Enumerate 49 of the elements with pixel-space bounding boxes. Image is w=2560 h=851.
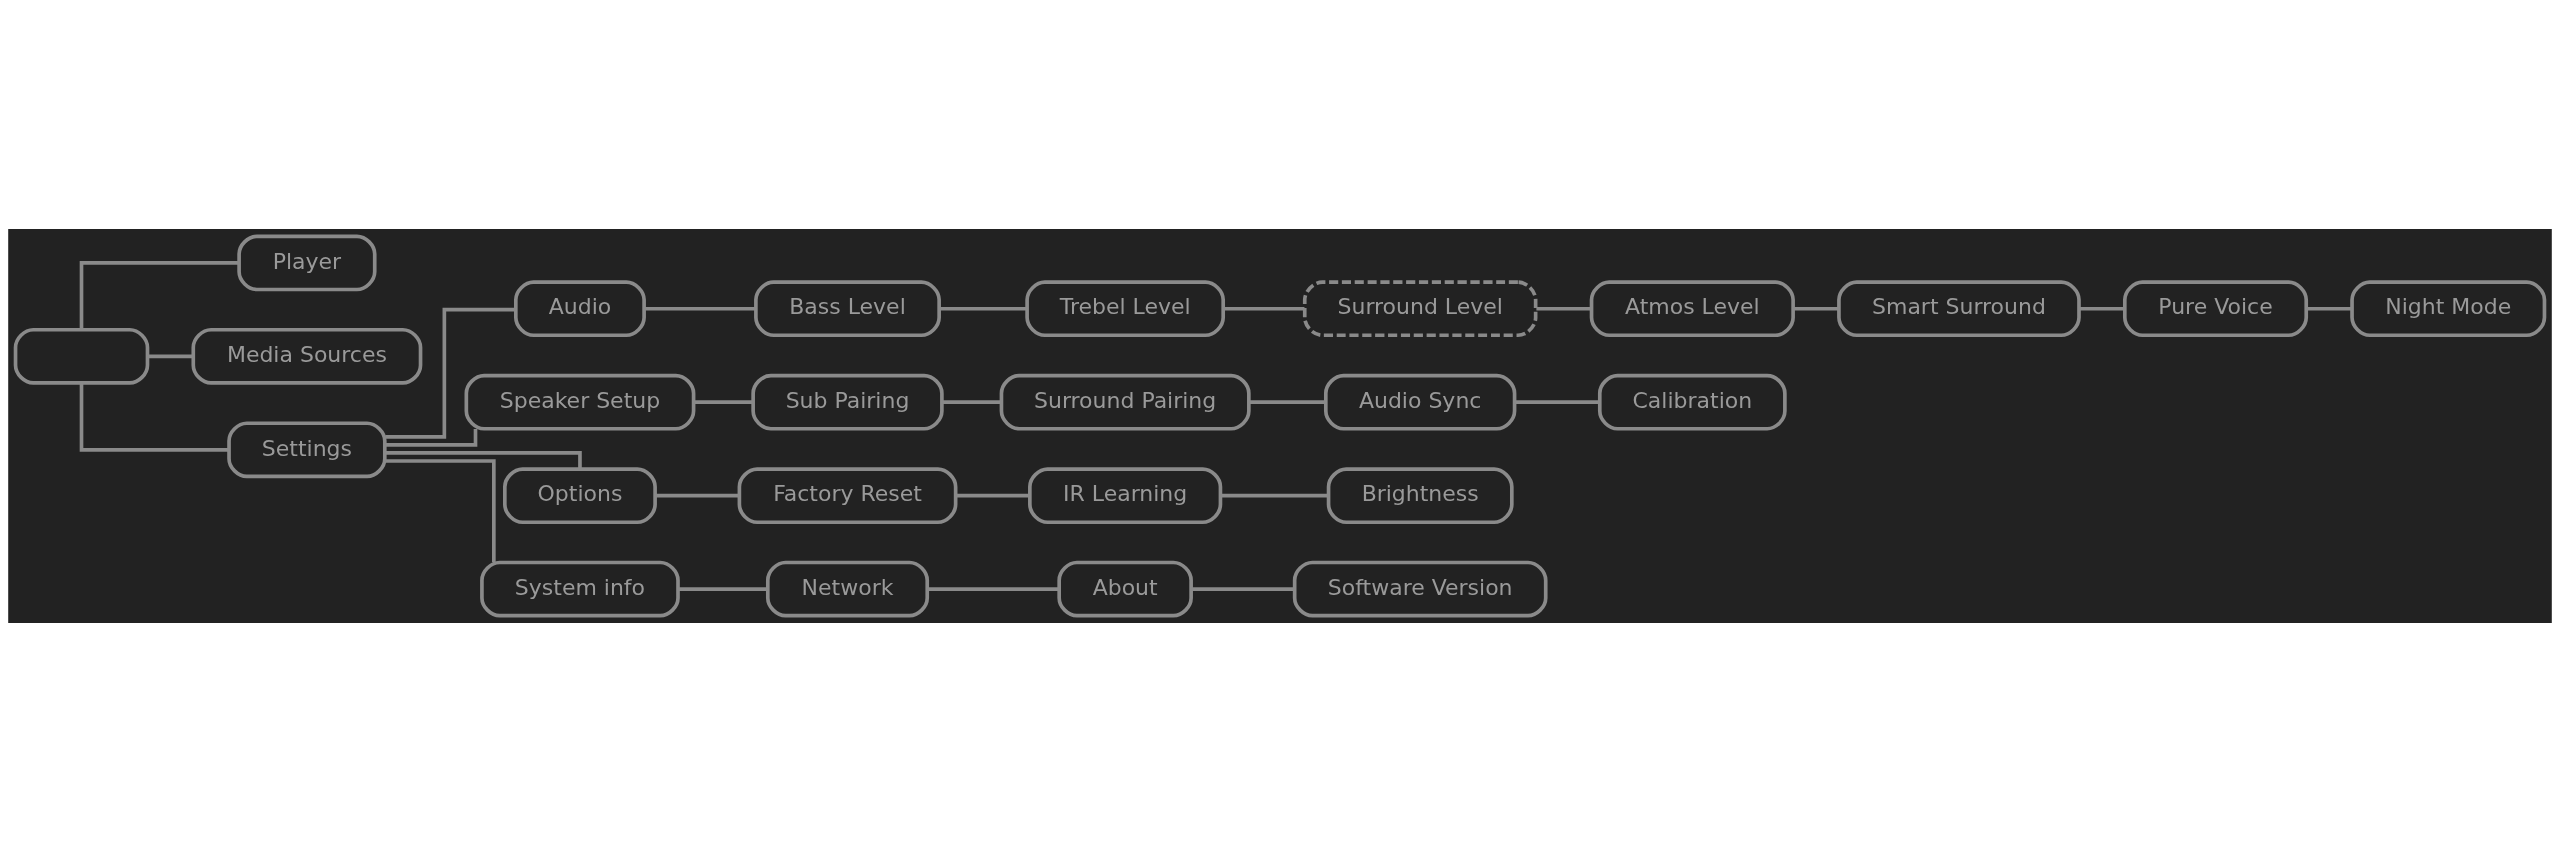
- connector: [1536, 306, 1592, 311]
- connector: [678, 586, 767, 591]
- node-box: Surround Level: [1302, 279, 1538, 337]
- connector: [2306, 306, 2352, 311]
- connector: [1793, 306, 1839, 311]
- node-box: Software Version: [1292, 560, 1548, 617]
- node-box: Media Sources: [191, 327, 423, 385]
- node-box: Options: [503, 466, 657, 524]
- node-box: Trebel Level: [1025, 279, 1226, 337]
- connector: [79, 382, 229, 452]
- connector: [644, 306, 756, 311]
- connector: [939, 306, 1027, 311]
- node-box: Surround Pairing: [999, 373, 1251, 431]
- connector: [79, 260, 239, 329]
- connector: [1220, 493, 1329, 497]
- connector: [955, 493, 1030, 497]
- connector: [694, 399, 753, 404]
- node-box: Audio Sync: [1323, 373, 1517, 431]
- connector: [1514, 399, 1600, 404]
- node-box: System info: [480, 560, 680, 617]
- connector: [942, 399, 1002, 404]
- connector: [385, 428, 478, 447]
- connector: [1191, 586, 1295, 591]
- node-box: Brightness: [1326, 466, 1514, 524]
- node-box: Smart Surround: [1837, 279, 2081, 337]
- node-box: Settings: [227, 420, 387, 478]
- node-box: [13, 327, 150, 385]
- node-box: Atmos Level: [1589, 279, 1795, 337]
- node-box: Player: [237, 234, 377, 291]
- node-box: IR Learning: [1028, 466, 1223, 524]
- node-box: Bass Level: [754, 279, 941, 337]
- connector: [2079, 306, 2125, 311]
- node-box: Night Mode: [2350, 279, 2547, 337]
- node-box: Network: [765, 560, 930, 617]
- node-box: About: [1057, 560, 1193, 617]
- node-box: Sub Pairing: [751, 373, 944, 431]
- connector: [385, 458, 496, 562]
- connector: [1249, 399, 1326, 404]
- node-box: Audio: [514, 279, 646, 337]
- connector: [147, 354, 194, 358]
- node-box: Pure Voice: [2122, 279, 2309, 337]
- connector: [655, 493, 739, 497]
- node-box: Calibration: [1597, 373, 1787, 431]
- connector: [385, 307, 516, 439]
- connector: [927, 586, 1060, 591]
- node-box: Factory Reset: [737, 466, 958, 524]
- node-box: Speaker Setup: [464, 373, 696, 431]
- connector: [1223, 306, 1305, 311]
- connector: [385, 450, 582, 469]
